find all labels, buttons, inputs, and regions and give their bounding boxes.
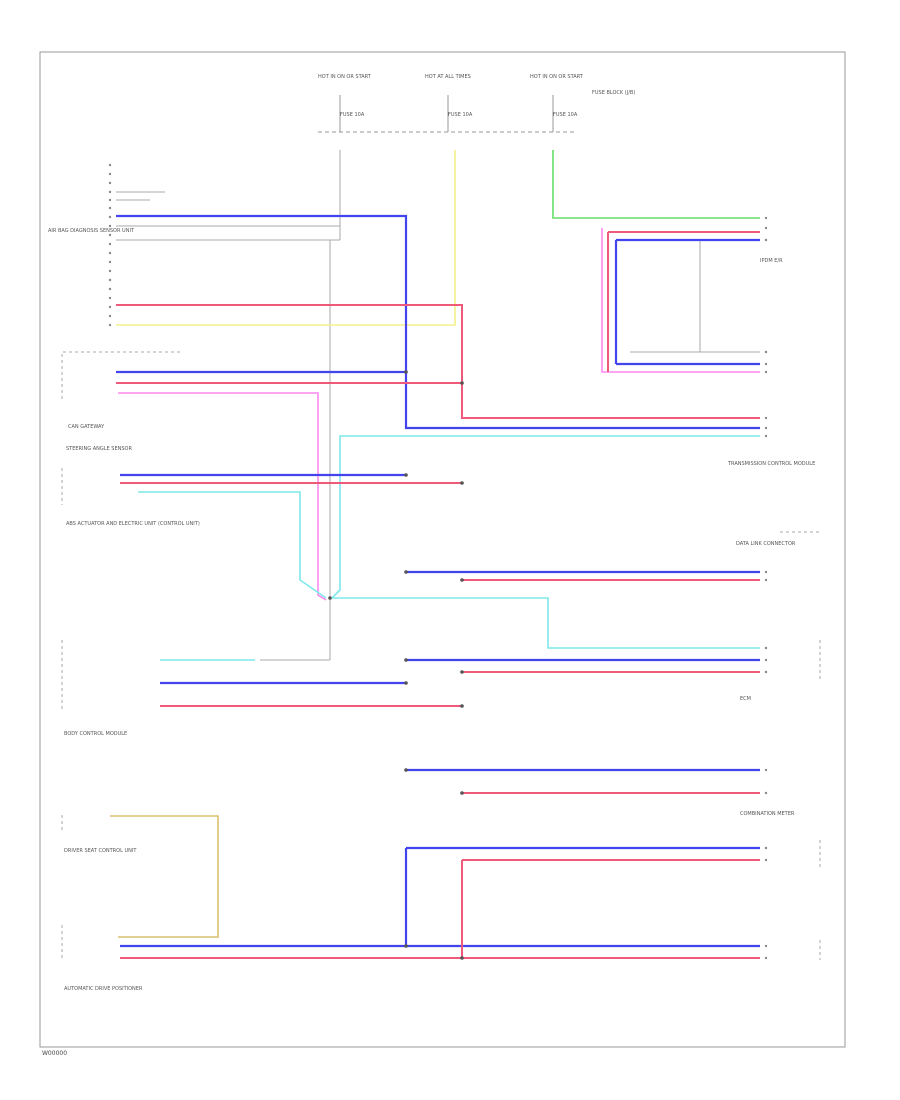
component-label-can-gateway: CAN GATEWAY (68, 424, 105, 430)
tan-wire (110, 815, 219, 938)
blue-wires (116, 214, 760, 948)
left-connector-pins (108, 163, 112, 327)
component-label-dlc: DATA LINK CONNECTOR (736, 541, 796, 547)
fuse-label-3: HOT IN ON OR START (530, 74, 584, 80)
component-label-seat: DRIVER SEAT CONTROL UNIT (64, 848, 137, 854)
fuse-label-1: HOT IN ON OR START (318, 74, 372, 80)
component-label-abs: ABS ACTUATOR AND ELECTRIC UNIT (CONTROL … (66, 521, 200, 527)
component-labels: AIR BAG DIAGNOSIS SENSOR UNIT CAN GATEWA… (48, 228, 815, 992)
junction-dots (328, 370, 464, 960)
fuse-sub-2: FUSE 10A (448, 112, 473, 118)
component-label-meter: COMBINATION METER (740, 811, 795, 817)
gray-wires (116, 150, 760, 661)
fuse-group: HOT IN ON OR START HOT AT ALL TIMES HOT … (318, 74, 635, 133)
yellow-wire (116, 150, 456, 326)
cyan-wires (138, 435, 760, 661)
diagram-code: W00000 (42, 1050, 67, 1057)
component-label-airbag: AIR BAG DIAGNOSIS SENSOR UNIT (48, 228, 135, 234)
component-label-adp: AUTOMATIC DRIVE POSITIONER (64, 986, 143, 992)
fuse-label-2: HOT AT ALL TIMES (425, 74, 471, 80)
right-connector-pins (764, 216, 768, 960)
fuse-sub-1: FUSE 10A (340, 112, 365, 118)
component-label-steering: STEERING ANGLE SENSOR (66, 446, 132, 452)
component-label-tcm: TRANSMISSION CONTROL MODULE (727, 461, 815, 467)
fuse-sub-3: FUSE 10A (553, 112, 578, 118)
diagram-frame (39, 51, 846, 1048)
green-wire (552, 150, 760, 219)
component-label-ecm: ECM (740, 696, 751, 702)
red-wires (116, 231, 760, 959)
fuse-block-label: FUSE BLOCK (J/B) (592, 90, 635, 96)
component-outlines (61, 351, 821, 960)
component-label-ipdm: IPDM E/R (760, 258, 783, 264)
component-label-bcm: BODY CONTROL MODULE (64, 731, 127, 737)
magenta-wire (118, 228, 760, 601)
